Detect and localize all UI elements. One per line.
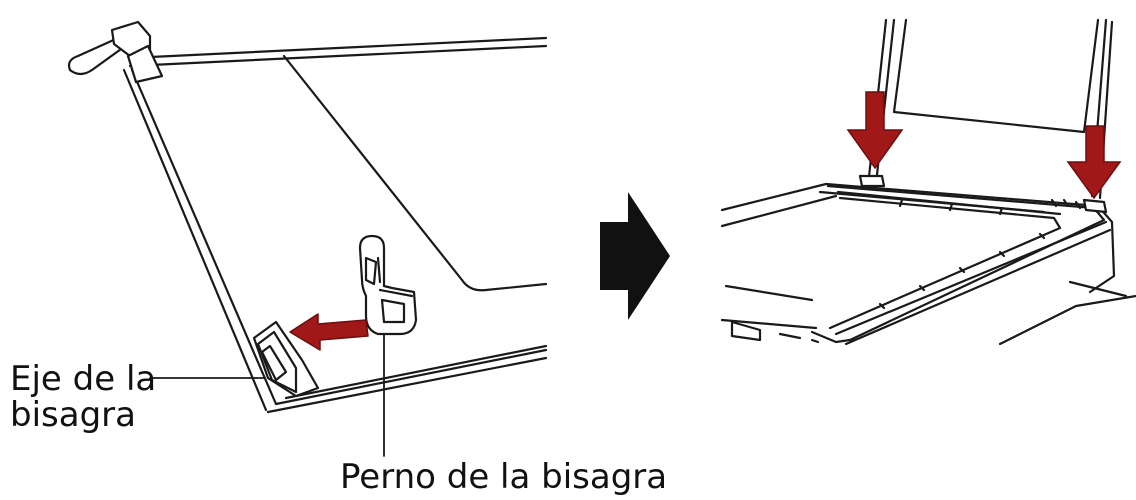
hinge-shaft <box>252 320 320 398</box>
right-arrow-icon <box>600 192 670 320</box>
left-panel <box>67 20 548 457</box>
hinge-pin <box>358 234 418 336</box>
hinge-pin-label: Perno de la bisagra <box>340 457 667 496</box>
document-cover <box>122 36 548 414</box>
hinge-shaft-label-line1: Eje de la <box>10 359 156 399</box>
down-arrow-icon-right <box>1066 125 1122 200</box>
hinge-slot-left <box>858 174 886 188</box>
down-arrow-icon-left <box>846 91 904 170</box>
hinge-slot-right <box>1082 198 1108 214</box>
scanner-body <box>720 182 1136 346</box>
hinge-shaft-label-line2: bisagra <box>10 395 136 435</box>
insert-arrow-icon <box>289 313 369 351</box>
right-panel <box>720 18 1136 346</box>
top-hinge <box>67 20 164 84</box>
